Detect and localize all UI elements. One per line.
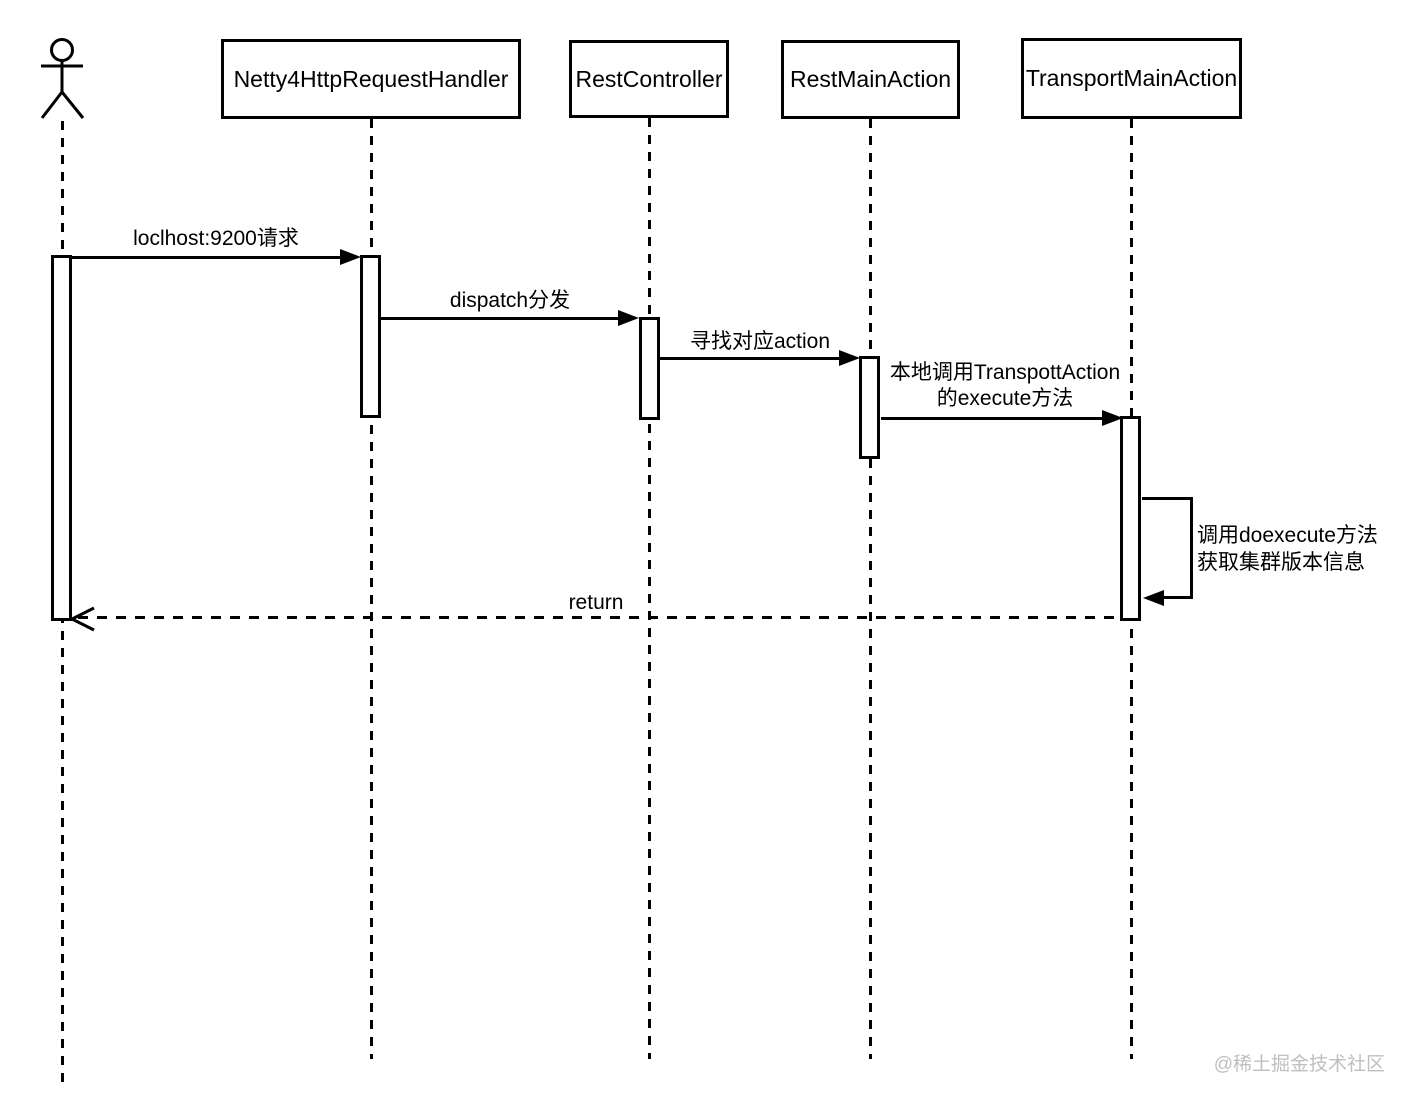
activation-bar-netty4httprequesthandler bbox=[360, 255, 381, 418]
arrowhead-right-icon bbox=[1102, 410, 1123, 426]
arrowhead-left-icon bbox=[1143, 590, 1164, 606]
lifeline-restcontroller bbox=[648, 118, 651, 1059]
return-message-line bbox=[78, 616, 1121, 619]
message-1-label: loclhost:9200请求 bbox=[133, 227, 299, 250]
actor-icon bbox=[40, 38, 85, 119]
arrowhead-right-icon bbox=[839, 350, 860, 366]
participant-label: Netty4HttpRequestHandler bbox=[233, 65, 509, 92]
self-call-right-line bbox=[1190, 497, 1193, 599]
activation-bar-restmainaction bbox=[859, 356, 880, 459]
self-call-top-line bbox=[1142, 497, 1193, 500]
message-4-line bbox=[881, 417, 1104, 420]
participant-box-restmainaction: RestMainAction bbox=[781, 40, 960, 119]
activation-bar-actor bbox=[51, 255, 72, 621]
participant-label: RestMainAction bbox=[789, 66, 952, 92]
message-3-line bbox=[659, 357, 841, 360]
message-4-label-line1: 本地调用TranspottAction bbox=[889, 361, 1121, 384]
watermark-text: @稀土掘金技术社区 bbox=[1213, 1054, 1385, 1075]
return-message-label: return bbox=[568, 591, 624, 614]
participant-label: TransportMainAction bbox=[1025, 65, 1238, 91]
message-2-line bbox=[381, 317, 620, 320]
message-3-label: 寻找对应action bbox=[689, 330, 831, 353]
arrowhead-right-icon bbox=[340, 249, 361, 265]
activation-bar-restcontroller bbox=[639, 317, 660, 420]
message-4-label-line2: 的execute方法 bbox=[936, 387, 1074, 410]
activation-bar-transportmainaction bbox=[1120, 416, 1141, 621]
participant-box-transportmainaction: TransportMainAction bbox=[1021, 38, 1242, 119]
self-call-label: 调用doexecute方法 获取集群版本信息 bbox=[1197, 522, 1404, 576]
open-arrowhead-left-icon bbox=[68, 606, 95, 632]
self-call-label-line1: 调用doexecute方法 bbox=[1197, 524, 1378, 547]
self-call-label-line2: 获取集群版本信息 bbox=[1197, 551, 1365, 574]
lifeline-netty4httprequesthandler bbox=[370, 119, 373, 1059]
arrowhead-right-icon bbox=[618, 310, 639, 326]
message-2-label: dispatch分发 bbox=[449, 289, 571, 312]
participant-label: RestController bbox=[575, 65, 723, 92]
message-4-label: 本地调用TranspottAction 的execute方法 bbox=[855, 360, 1155, 412]
participant-box-netty4httprequesthandler: Netty4HttpRequestHandler bbox=[221, 39, 521, 119]
self-call-bottom-line bbox=[1158, 596, 1193, 599]
participant-box-restcontroller: RestController bbox=[569, 40, 729, 118]
message-1-line bbox=[72, 256, 342, 259]
lifeline-restmainaction bbox=[869, 119, 872, 1059]
